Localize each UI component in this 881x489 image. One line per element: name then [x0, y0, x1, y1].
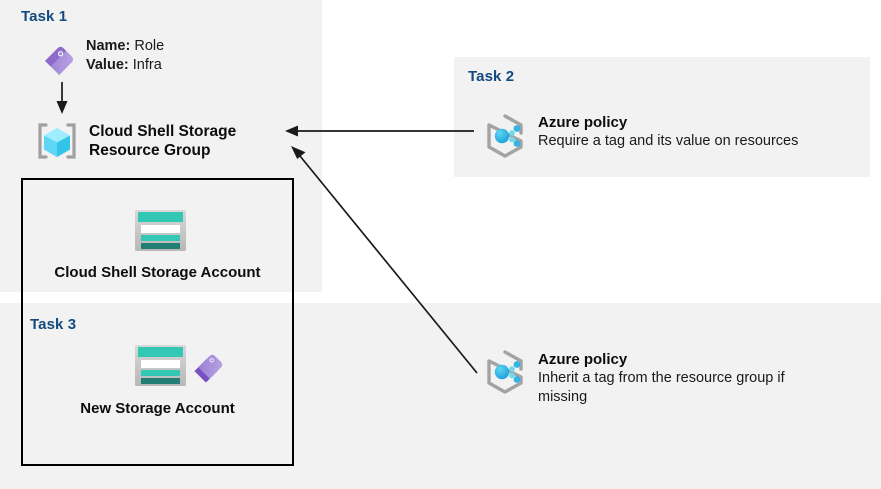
azure-policy-description: Require a tag and its value on resources [538, 133, 799, 149]
existing-storage-account-label: Cloud Shell Storage Account [54, 264, 261, 281]
azure-policy-description-line1: Inherit a tag from the resource group if [538, 370, 785, 386]
tag-name-key: Name: [86, 38, 131, 54]
azure-policy-icon [487, 114, 523, 158]
resource-group-icon [38, 123, 76, 159]
new-storage-account-label: New Storage Account [80, 400, 235, 417]
azure-policy-inherit-tag: Azure policy Inherit a tag from the reso… [538, 350, 785, 407]
tag-name-row: Name: Role [86, 37, 164, 56]
azure-policy-description-line2: missing [538, 389, 588, 405]
tag-value-key: Value: [86, 57, 129, 73]
azure-policy-title: Azure policy [538, 114, 628, 131]
tag-key-value-block: Name: Role Value: Infra [86, 37, 164, 75]
resource-group-container-box [21, 178, 294, 466]
azure-policy-require-tag: Azure policy Require a tag and its value… [538, 113, 798, 151]
azure-policy-icon [487, 350, 523, 394]
storage-account-icon [135, 210, 186, 251]
tag-value-row: Value: Infra [86, 56, 164, 75]
resource-group-title-line1: Cloud Shell Storage [89, 123, 237, 140]
task-3-label: Task 3 [30, 316, 77, 333]
task-2-label: Task 2 [468, 68, 515, 85]
resource-group-title: Cloud Shell Storage Resource Group [89, 122, 236, 160]
task-1-label: Task 1 [21, 8, 68, 25]
storage-account-icon [135, 345, 186, 386]
tag-icon [45, 46, 74, 75]
tag-value-value: Infra [132, 57, 162, 73]
panel-task2-background [454, 57, 870, 177]
resource-group-title-line2: Resource Group [89, 142, 211, 159]
azure-policy-title: Azure policy [538, 351, 628, 368]
double-tag-icon [194, 354, 223, 383]
tag-name-value: Role [134, 38, 165, 54]
